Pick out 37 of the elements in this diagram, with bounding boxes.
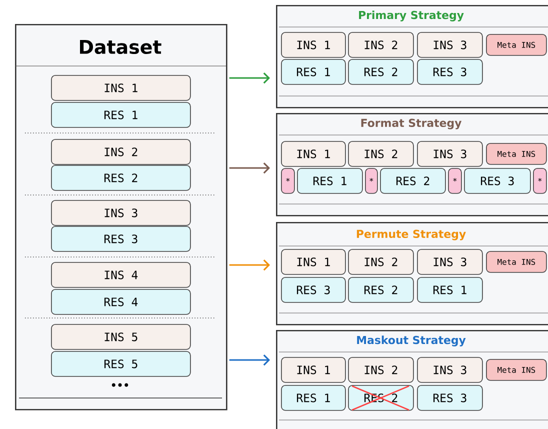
response-box: RES 3 <box>417 385 483 411</box>
response-box: RES 3 <box>464 168 531 194</box>
response-box: RES 1 <box>281 385 346 411</box>
arrow <box>229 259 270 271</box>
response-box: RES 5 <box>51 351 191 377</box>
response-box: RES 2 <box>348 59 414 85</box>
instruction-box: INS 2 <box>51 139 191 165</box>
instruction-box: INS 3 <box>51 200 191 226</box>
instruction-box: INS 3 <box>417 32 483 58</box>
instruction-box: INS 5 <box>51 324 191 350</box>
instruction-box: INS 1 <box>281 357 346 383</box>
instruction-box: INS 2 <box>348 357 414 383</box>
response-box: RES 2 <box>380 168 446 194</box>
instruction-box: INS 2 <box>348 141 414 167</box>
response-box: RES 2 <box>51 165 191 191</box>
instruction-box: INS 1 <box>51 75 191 101</box>
instruction-box: INS 3 <box>417 141 483 167</box>
response-box: RES 2 <box>348 277 414 303</box>
instruction-box: INS 2 <box>348 249 414 275</box>
instruction-box: INS 3 <box>417 249 483 275</box>
response-box: RES 4 <box>51 289 191 315</box>
instruction-box: INS 1 <box>281 141 346 167</box>
arrow <box>229 72 270 84</box>
instruction-box: INS 1 <box>281 249 346 275</box>
instruction-box: INS 4 <box>51 262 191 288</box>
response-box: RES 1 <box>281 59 346 85</box>
instruction-box: INS 3 <box>417 357 483 383</box>
arrow <box>229 354 270 366</box>
instruction-box: INS 1 <box>281 32 346 58</box>
response-box: RES 3 <box>417 59 483 85</box>
response-box: RES 1 <box>51 102 191 128</box>
instruction-box: INS 2 <box>348 32 414 58</box>
response-box: RES 1 <box>297 168 363 194</box>
response-box: RES 3 <box>281 277 346 303</box>
response-box: RES 3 <box>51 226 191 252</box>
arrow <box>229 162 270 174</box>
response-box: RES 1 <box>417 277 483 303</box>
